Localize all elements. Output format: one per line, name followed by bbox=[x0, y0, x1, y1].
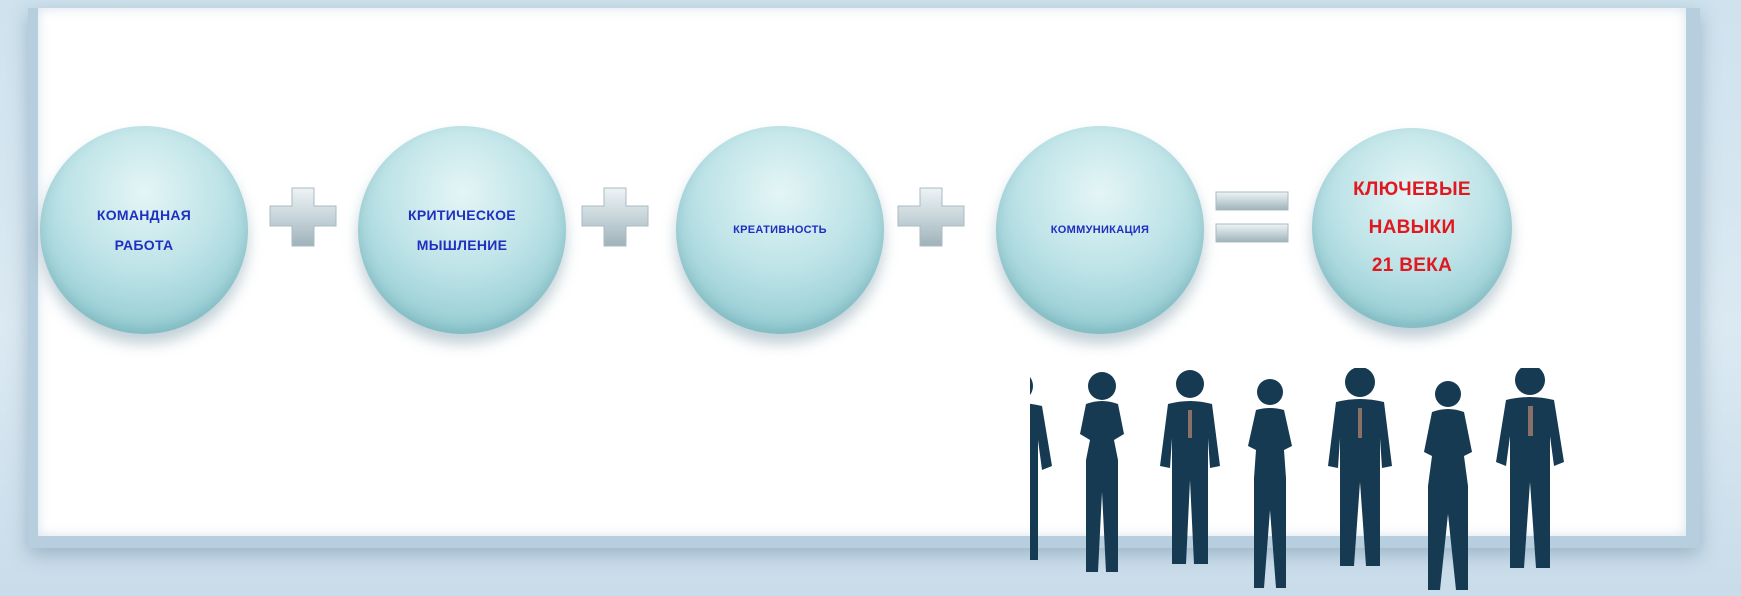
equals-icon bbox=[1215, 191, 1289, 243]
woman-silhouette-icon bbox=[1424, 381, 1472, 590]
skill-circle-communication: КОММУНИКАЦИЯ bbox=[996, 126, 1204, 334]
woman-silhouette-icon bbox=[1248, 379, 1292, 588]
business-people-illustration bbox=[1030, 368, 1564, 590]
skill-circle-teamwork: КОМАНДНАЯ РАБОТА bbox=[40, 126, 248, 334]
man-silhouette-icon bbox=[1030, 377, 1052, 560]
plus-icon bbox=[897, 187, 965, 247]
result-label: КЛЮЧЕВЫЕ bbox=[1353, 179, 1471, 200]
skill-label: КОМАНДНАЯ bbox=[96, 207, 192, 223]
skill-circle-creativity: КРЕАТИВНОСТЬ bbox=[676, 126, 884, 334]
skill-label: КОММУНИКАЦИЯ bbox=[1050, 224, 1150, 236]
skill-label: КРИТИЧЕСКОЕ bbox=[408, 207, 516, 223]
skill-label: РАБОТА bbox=[114, 237, 174, 253]
man-silhouette-icon bbox=[1160, 370, 1220, 564]
result-label: НАВЫКИ bbox=[1368, 217, 1456, 238]
plus-icon bbox=[269, 187, 337, 247]
result-circle: КЛЮЧЕВЫЕ НАВЫКИ 21 ВЕКА bbox=[1312, 128, 1512, 328]
man-silhouette-icon bbox=[1328, 368, 1392, 566]
skill-label: МЫШЛЕНИЕ bbox=[416, 237, 508, 253]
result-label: 21 ВЕКА bbox=[1371, 255, 1453, 276]
woman-silhouette-icon bbox=[1080, 372, 1124, 572]
man-silhouette-icon bbox=[1496, 368, 1564, 568]
skill-label: КРЕАТИВНОСТЬ bbox=[733, 224, 827, 236]
plus-icon bbox=[581, 187, 649, 247]
skill-circle-critical-thinking: КРИТИЧЕСКОЕ МЫШЛЕНИЕ bbox=[358, 126, 566, 334]
